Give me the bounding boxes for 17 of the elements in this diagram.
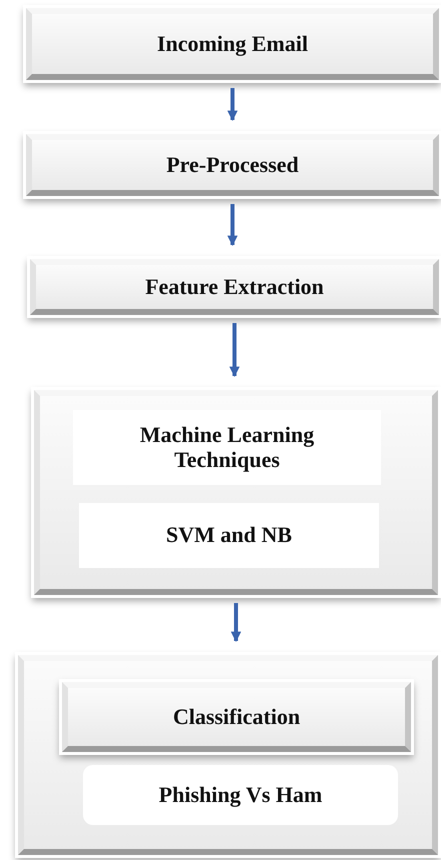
arrow bbox=[230, 603, 242, 642]
process-box bbox=[26, 8, 439, 80]
process-box bbox=[26, 134, 439, 196]
node-label: Incoming Email bbox=[156, 32, 309, 56]
node-label: SVM and NB bbox=[165, 523, 293, 548]
node-label: Feature Extraction bbox=[144, 274, 325, 300]
process-box bbox=[30, 259, 439, 315]
group-box bbox=[18, 655, 438, 855]
node-label: Classification bbox=[172, 704, 302, 730]
group-box bbox=[34, 390, 438, 595]
node-label: Machine Learning Techniques bbox=[138, 423, 316, 472]
arrow bbox=[227, 204, 238, 246]
arrow bbox=[229, 323, 240, 378]
node-label: Pre-Processed bbox=[165, 152, 300, 178]
node-label: Phishing Vs Ham bbox=[158, 782, 324, 808]
arrow bbox=[227, 88, 238, 122]
process-box bbox=[62, 682, 411, 752]
